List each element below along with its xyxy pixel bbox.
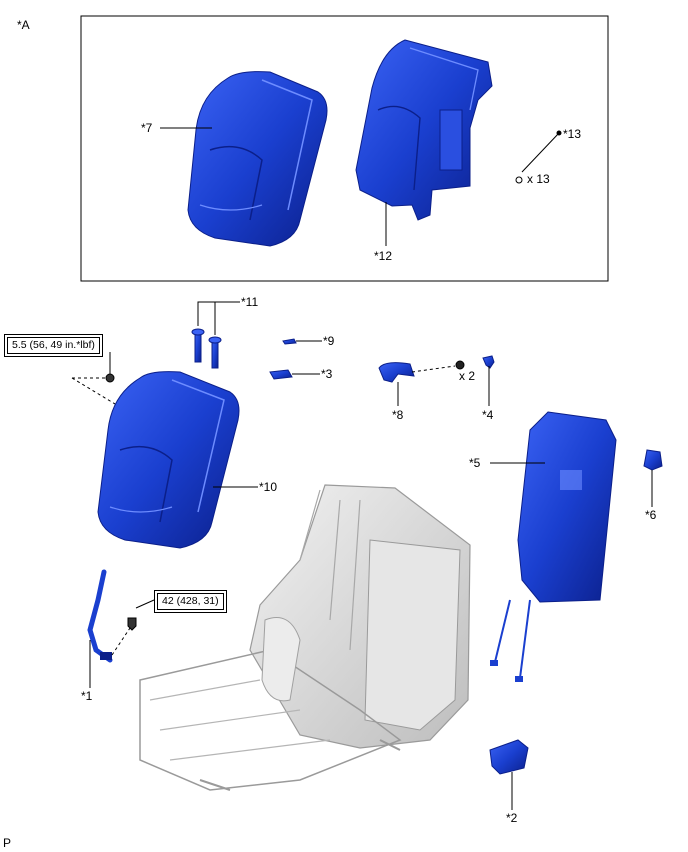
torque-spec-headrest-nut: 5.5 (56, 49 in.*lbf)	[4, 334, 103, 357]
callout-11: *11	[241, 295, 259, 309]
footer-code: P	[3, 836, 12, 850]
callout-3: *3	[321, 367, 333, 381]
seatback-pad-part-12	[355, 39, 493, 221]
quantity-13: x 13	[527, 172, 550, 186]
bracket-part-2	[489, 739, 529, 775]
hog-ring-icon	[515, 176, 523, 184]
callout-5: *5	[469, 456, 481, 470]
callout-13: *13	[563, 127, 582, 141]
seatback-cover-part-10	[97, 371, 240, 549]
cover-part-6	[643, 449, 663, 471]
clip-part-9	[282, 338, 297, 345]
clip-part-4	[482, 355, 495, 369]
callout-9: *9	[323, 334, 335, 348]
torque-value: 5.5 (56, 49 in.*lbf)	[7, 337, 100, 354]
callout-7: *7	[141, 121, 153, 135]
bolt-icon	[127, 617, 137, 631]
callout-2: *2	[506, 811, 518, 825]
callout-12: *12	[374, 249, 393, 263]
callout-4: *4	[482, 408, 494, 422]
torque-spec-belt-bolt: 42 (428, 31)	[154, 590, 227, 613]
seat-belt-part-1	[87, 569, 113, 663]
torque-value: 42 (428, 31)	[157, 593, 224, 610]
bracket-part-8	[378, 362, 415, 383]
nut-icon	[105, 373, 115, 383]
callout-1: *1	[81, 689, 93, 703]
section-label: *A	[17, 18, 30, 32]
detail-box-a	[80, 15, 609, 282]
leader-13	[521, 132, 560, 173]
screw-dash	[411, 365, 456, 373]
cover-part-3	[269, 369, 293, 380]
seatback-cover-part-7	[187, 71, 328, 247]
screw-icon	[455, 360, 465, 370]
leader-11	[197, 301, 240, 326]
seat-frame-assembly	[139, 484, 471, 791]
callout-10: *10	[259, 480, 278, 494]
back-board-part-5	[490, 411, 617, 682]
callout-6: *6	[645, 508, 657, 522]
quantity-screw: x 2	[459, 369, 476, 383]
callout-8: *8	[392, 408, 404, 422]
headrest-guides-part-11	[191, 328, 222, 369]
